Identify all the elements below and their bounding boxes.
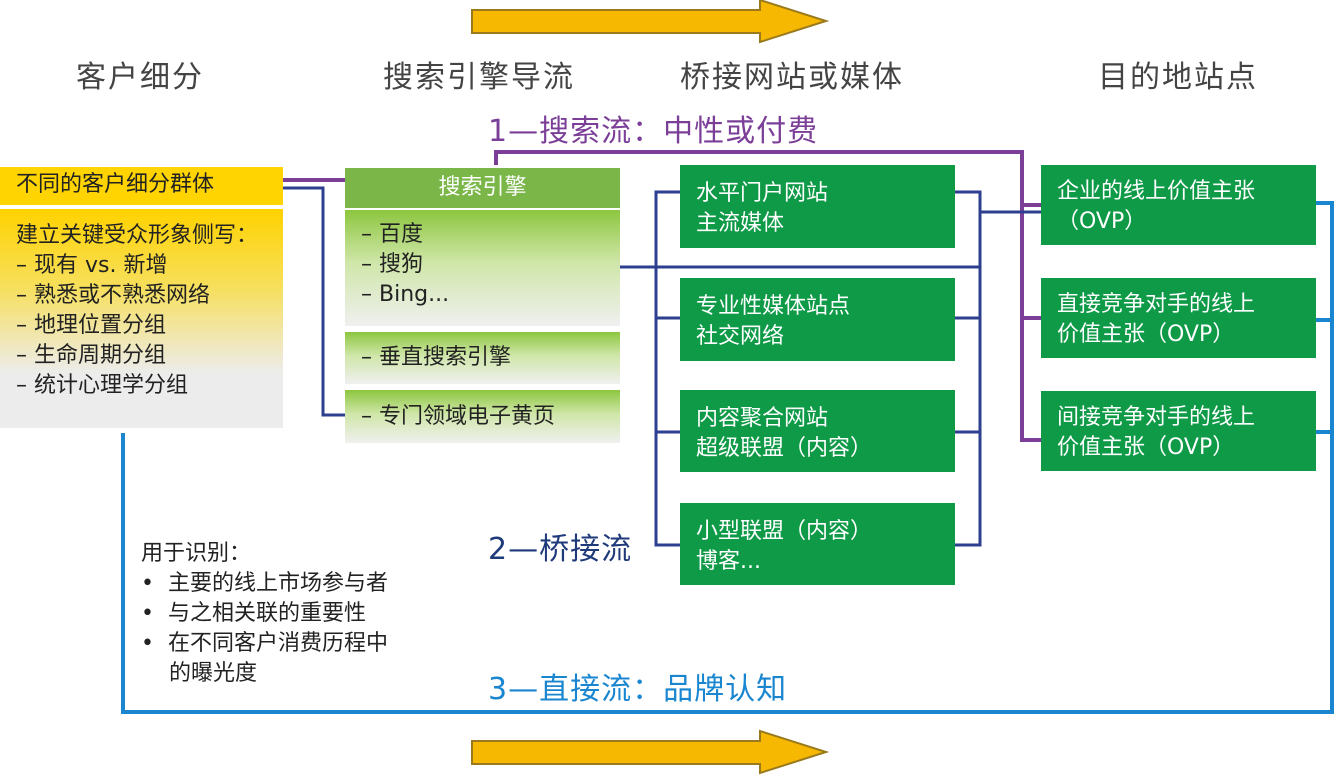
- yellow-pages-label: – 专门领域电子黄页: [361, 404, 555, 429]
- bridge-site-small-affiliate: 小型联盟（内容） 博客...: [680, 503, 955, 585]
- direct-flow-label: 3—直接流：品牌认知: [488, 672, 788, 707]
- bridge-flow-label: 2—桥接流: [488, 532, 633, 567]
- destination-line: 价值主张（OVP）: [1057, 322, 1235, 347]
- bridge-site-line: 博客...: [696, 549, 761, 574]
- bridge-site-aggregator: 内容聚合网站 超级联盟（内容）: [680, 390, 955, 472]
- bridge-site-professional: 专业性媒体站点 社交网络: [680, 278, 955, 361]
- segment-item: – 现有 vs. 新增: [16, 253, 168, 278]
- bridge-site-portal: 水平门户网站 主流媒体: [680, 165, 955, 248]
- search-engine-title: 搜索引擎: [345, 168, 620, 208]
- destination-line: 价值主张（OVP）: [1057, 435, 1235, 460]
- search-engine-item: – 搜狗: [361, 252, 423, 277]
- destination-direct-competitor-ovp: 直接竞争对手的线上 价值主张（OVP）: [1041, 278, 1316, 358]
- search-flow-lines: [283, 150, 1041, 442]
- destination-line: 间接竞争对手的线上: [1057, 405, 1256, 430]
- segment-item: – 熟悉或不熟悉网络: [16, 283, 210, 308]
- notes-heading: 用于识别：: [141, 541, 252, 566]
- segment-item: – 统计心理学分组: [16, 373, 188, 398]
- segment-item: – 地理位置分组: [16, 313, 166, 338]
- bridge-site-line: 专业性媒体站点: [696, 294, 851, 319]
- column-heading-search: 搜索引擎导流: [383, 60, 575, 95]
- bridge-site-line: 主流媒体: [696, 211, 785, 236]
- notes-item: 的曝光度: [141, 661, 257, 686]
- bridge-site-line: 超级联盟（内容）: [696, 436, 873, 461]
- column-heading-bridge: 桥接网站或媒体: [680, 60, 904, 95]
- destination-company-ovp: 企业的线上价值主张 （OVP）: [1041, 165, 1316, 245]
- destination-indirect-competitor-ovp: 间接竞争对手的线上 价值主张（OVP）: [1041, 391, 1316, 471]
- segment-profile-box: 建立关键受众形象侧写： – 现有 vs. 新增 – 熟悉或不熟悉网络 – 地理位…: [0, 209, 283, 428]
- yellow-pages-box: – 专门领域电子黄页: [345, 390, 620, 443]
- arrow-right-icon: [471, 0, 830, 44]
- general-search-box: – 百度 – 搜狗 – Bing...: [345, 210, 620, 326]
- search-flow-label: 1—搜索流：中性或付费: [488, 114, 819, 149]
- bridge-site-line: 社交网络: [696, 324, 785, 349]
- segment-profile-heading: 建立关键受众形象侧写：: [16, 223, 259, 248]
- notes-item: • 与之相关联的重要性: [141, 601, 366, 626]
- vertical-search-box: – 垂直搜索引擎: [345, 332, 620, 384]
- bridge-site-line: 小型联盟（内容）: [696, 519, 873, 544]
- column-heading-destination: 目的地站点: [1098, 60, 1258, 95]
- destination-line: 直接竞争对手的线上: [1057, 292, 1256, 317]
- bridge-flow-lines: [283, 186, 1041, 547]
- destination-line: （OVP）: [1057, 209, 1147, 234]
- destination-line: 企业的线上价值主张: [1057, 179, 1256, 204]
- arrow-right-icon: [471, 729, 830, 775]
- segment-title: 不同的客户细分群体: [0, 167, 283, 205]
- search-engine-item: – Bing...: [361, 282, 450, 307]
- bridge-site-line: 内容聚合网站: [696, 406, 829, 431]
- notes-item: • 主要的线上市场参与者: [141, 571, 388, 596]
- direct-flow-lines: [121, 201, 1334, 714]
- column-heading-segments: 客户细分: [76, 60, 204, 95]
- bridge-site-line: 水平门户网站: [696, 181, 829, 206]
- segment-item: – 生命周期分组: [16, 343, 166, 368]
- identification-notes: 用于识别： • 主要的线上市场参与者 • 与之相关联的重要性 • 在不同客户消费…: [141, 539, 461, 689]
- notes-item: • 在不同客户消费历程中: [141, 631, 388, 656]
- vertical-search-label: – 垂直搜索引擎: [361, 345, 511, 370]
- search-engine-item: – 百度: [361, 222, 423, 247]
